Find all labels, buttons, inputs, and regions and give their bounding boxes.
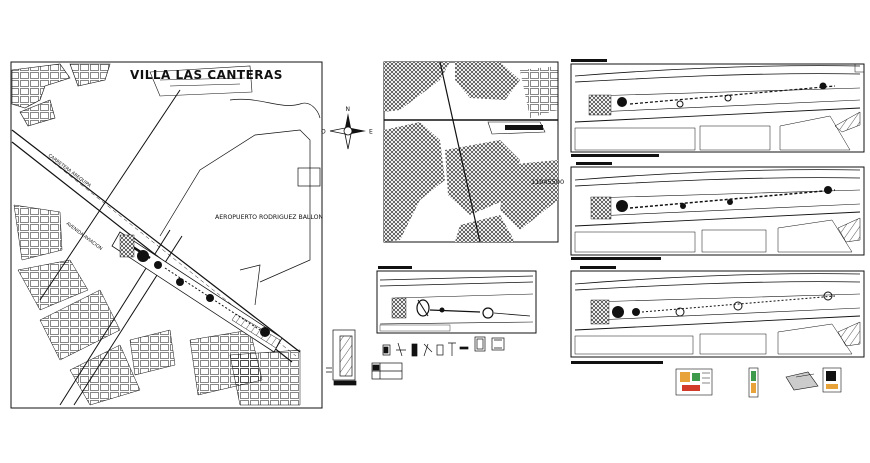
legend-item-2 xyxy=(748,367,759,398)
main-plan-title: VILLA LAS CANTERAS xyxy=(130,68,283,82)
small-plan-title-bar xyxy=(378,266,412,269)
residential-grid-bottom xyxy=(13,204,301,406)
legend-item-4 xyxy=(822,367,842,393)
panel-2-frame xyxy=(570,166,865,256)
main-plan-frame xyxy=(10,61,323,409)
panel-1-frame xyxy=(570,63,865,153)
plan-panel-3 xyxy=(570,266,865,364)
small-plan-detail xyxy=(376,266,537,334)
plan-panel-2 xyxy=(570,162,865,260)
panel-3-caption-bar xyxy=(571,361,663,364)
compass-west-label: O xyxy=(321,129,326,136)
location-map-code: 11045500 xyxy=(531,178,564,186)
airport-label: AEROPUERTO RODRIGUEZ BALLON xyxy=(215,214,323,221)
detail-symbols-row xyxy=(382,336,505,357)
section-detail-left xyxy=(326,329,403,386)
panel-2-caption-bar xyxy=(571,257,661,260)
plan-panel-1 xyxy=(570,59,865,157)
road-label-carretera: CARRETERA AREQUIPA xyxy=(47,153,93,190)
panel-1-caption-bar xyxy=(571,154,659,157)
panel-3-title-bar xyxy=(580,266,616,269)
compass-north-label: N xyxy=(346,106,351,113)
urban-blocks-top xyxy=(11,63,253,127)
green-corridor xyxy=(111,231,283,353)
legend-details xyxy=(675,367,842,398)
panel-2-title-bar xyxy=(576,162,612,165)
location-map: 11045500 xyxy=(383,61,564,243)
airport-area xyxy=(159,98,321,306)
panel-1-title-bar xyxy=(571,59,607,62)
main-site-plan: VILLA LAS CANTERAS AEROPUERTO RODRIGUEZ … xyxy=(10,61,323,409)
north-arrow-compass: N E O xyxy=(321,106,373,150)
compass-east-label: E xyxy=(369,129,373,136)
legend-item-3 xyxy=(785,371,819,391)
road-label-avenida: AVENIDA AVIACION xyxy=(65,221,104,252)
legend-item-1 xyxy=(675,368,713,396)
